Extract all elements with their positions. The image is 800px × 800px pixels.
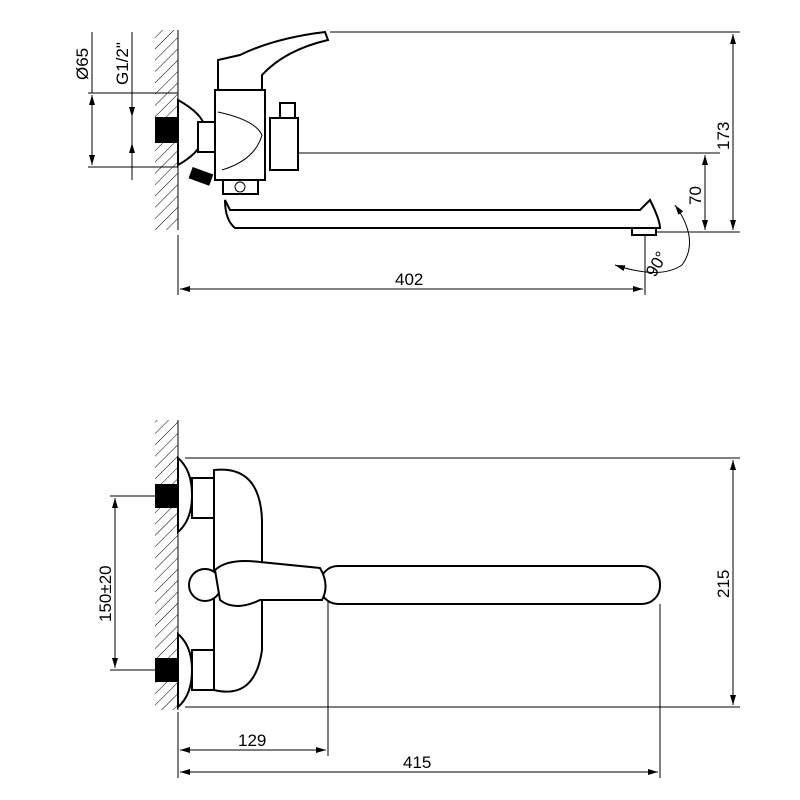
label-flange-diameter: Ø65	[73, 48, 92, 80]
spout	[224, 198, 662, 229]
diverter-knob	[188, 166, 214, 186]
mixer-body	[214, 89, 266, 181]
spout	[319, 565, 661, 605]
inlet-thread	[155, 117, 178, 143]
side-view: Ø65 G1/2" 173 70 90° 402	[73, 30, 740, 295]
inlet-thread-top	[155, 484, 178, 508]
label-spout-height: 70	[686, 186, 705, 205]
label-swivel-angle: 90°	[642, 248, 671, 280]
lever-handle	[217, 30, 330, 91]
label-thread: G1/2"	[113, 42, 132, 85]
label-handle-offset: 129	[238, 731, 266, 750]
label-projection: 402	[395, 270, 423, 289]
label-height-total: 215	[714, 570, 733, 598]
label-spout-length: 415	[403, 753, 431, 772]
front-view: 150±20 215 129 415	[96, 420, 740, 778]
lever-handle	[213, 560, 327, 607]
dim-swivel-angle	[614, 204, 691, 273]
label-center-distance: 150±20	[96, 565, 115, 622]
label-height-total: 173	[714, 122, 733, 150]
inlet-thread-bottom	[155, 658, 178, 682]
